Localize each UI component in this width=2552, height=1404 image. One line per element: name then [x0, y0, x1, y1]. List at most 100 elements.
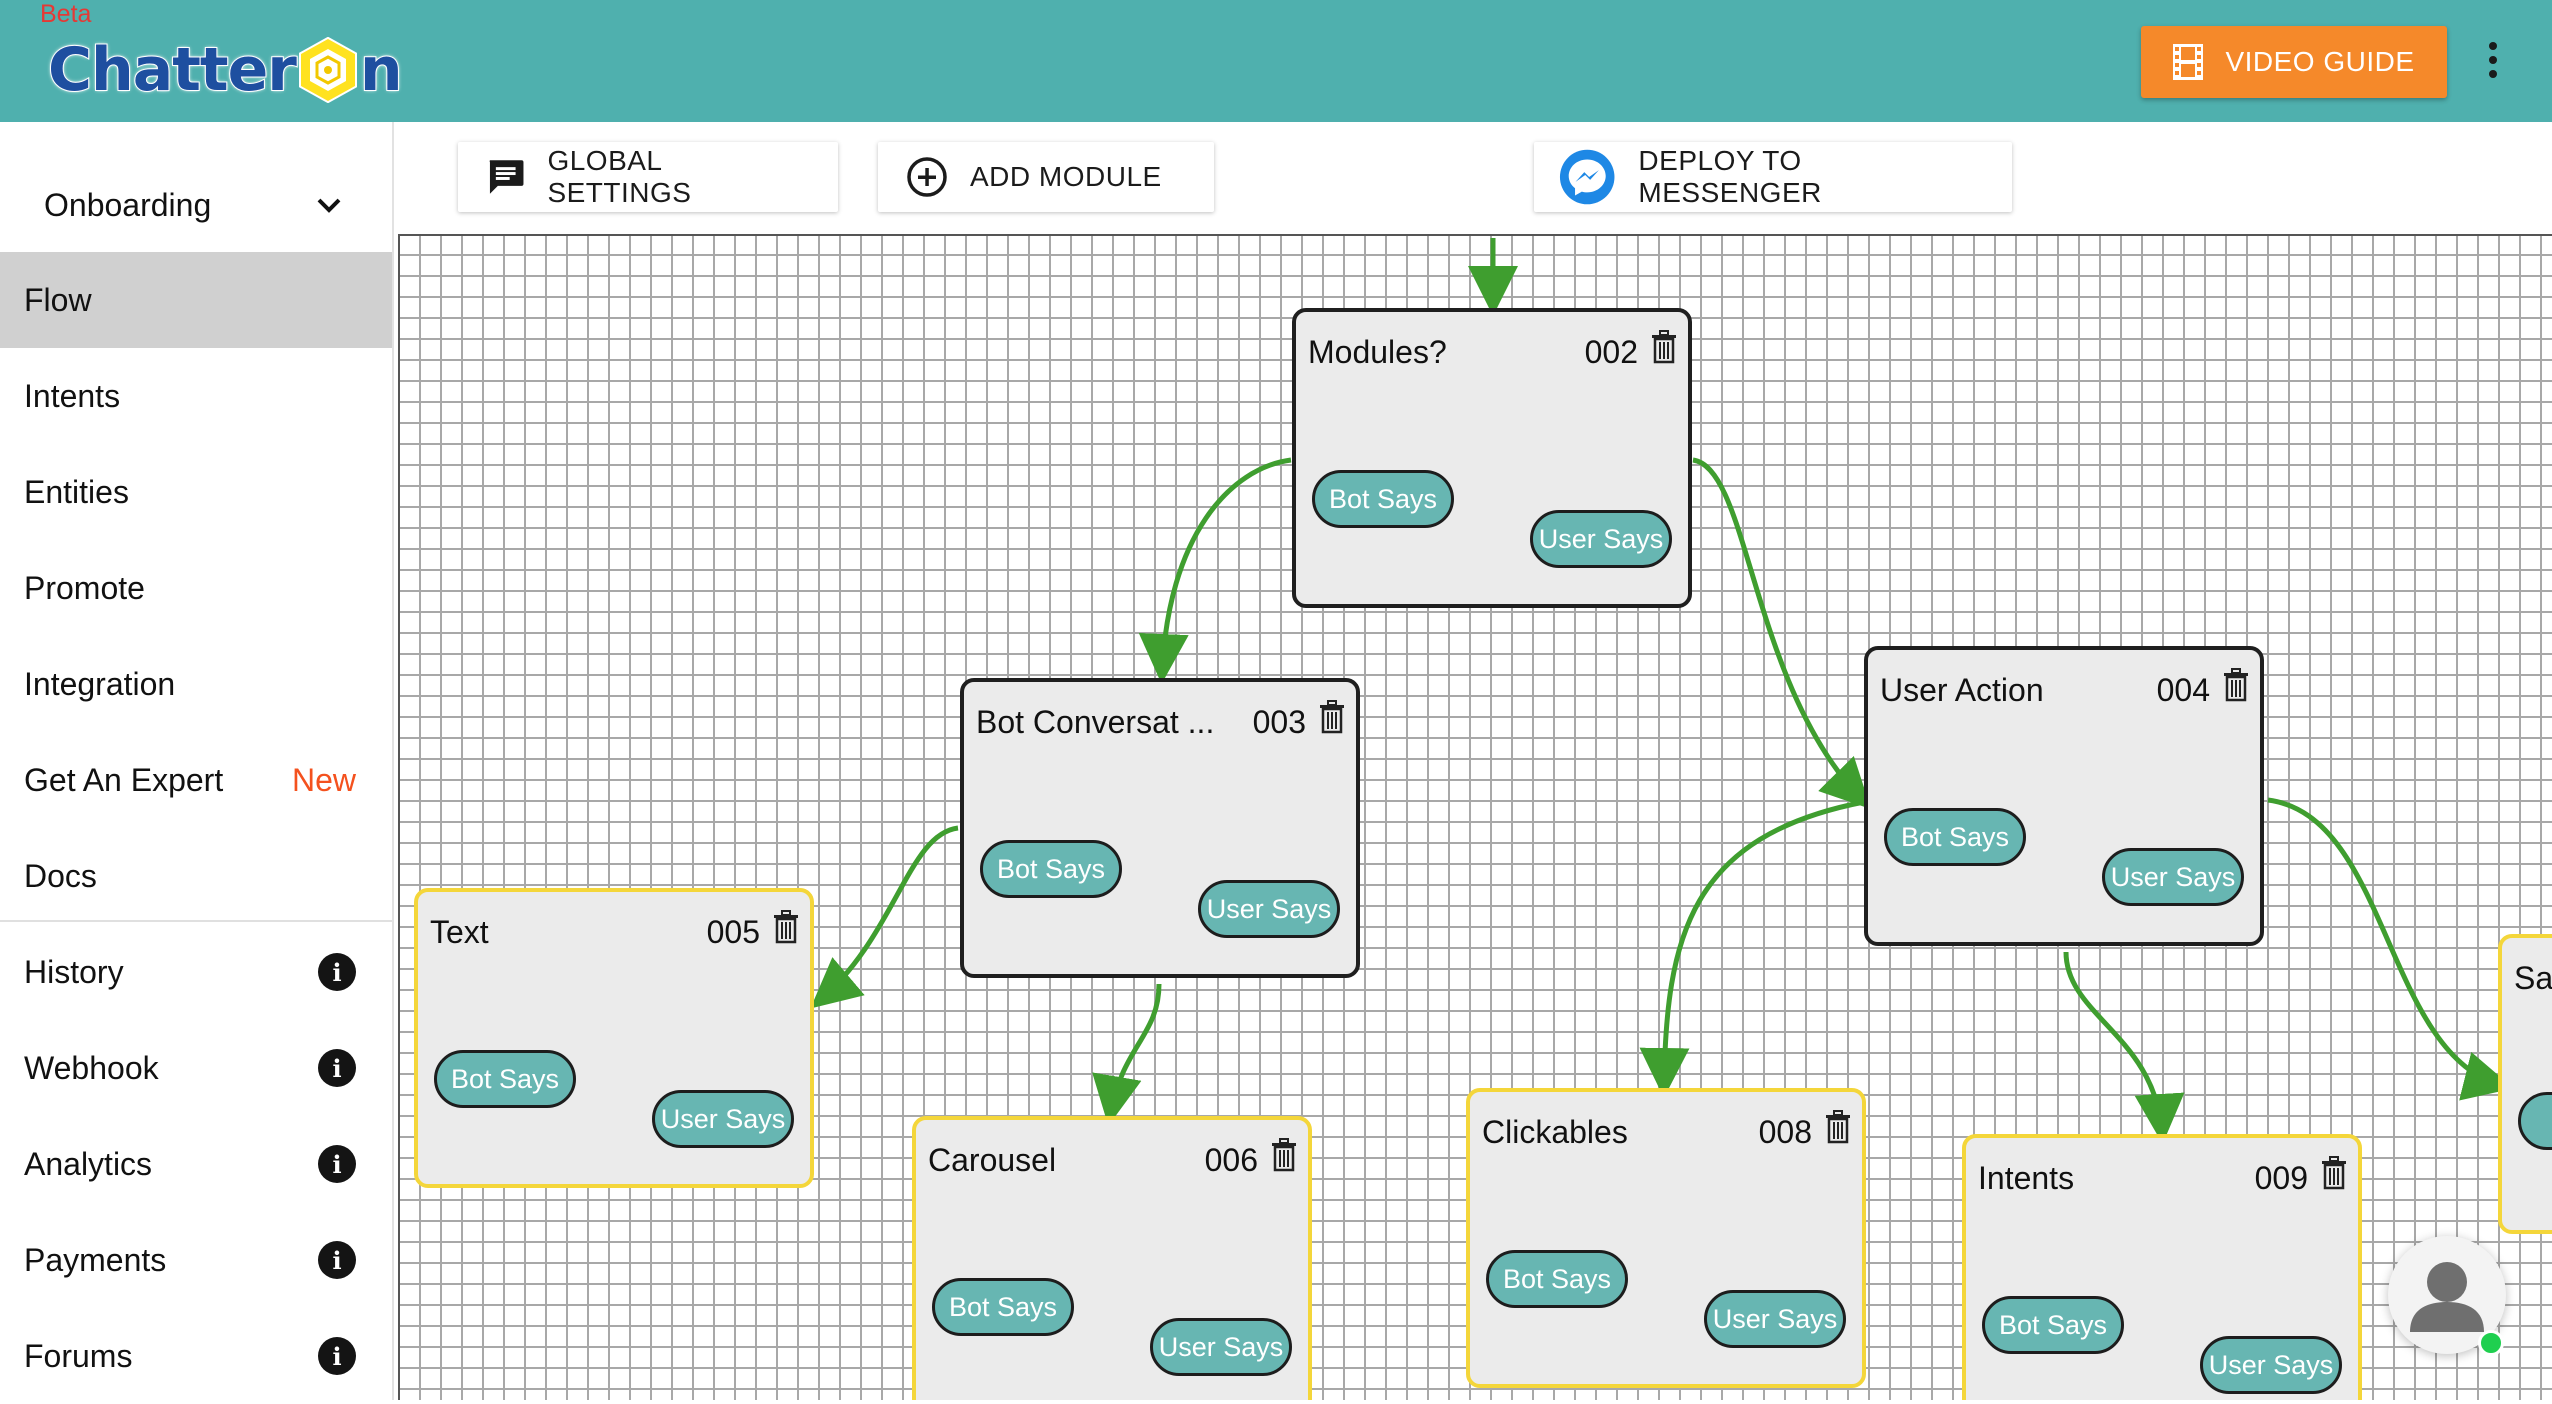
sidebar-item-label: Promote [24, 569, 145, 606]
node-title: Text [430, 914, 489, 950]
node-id: 006 [1204, 1142, 1258, 1178]
node-title: Carousel [928, 1142, 1057, 1178]
chevron-down-icon [317, 198, 341, 213]
node-title: User Action [1880, 672, 2044, 708]
sidebar-item-get-an-expert[interactable]: Get An Expert New [0, 732, 392, 828]
sidebar-item-webhook[interactable]: Webhook i [0, 1020, 392, 1116]
bot-says-button[interactable]: Bo [2518, 1092, 2552, 1150]
sidebar-item-label: Flow [24, 281, 92, 318]
bot-says-button[interactable]: Bot Says [1312, 470, 1454, 528]
sidebar-item-docs[interactable]: Docs [0, 828, 392, 924]
trash-icon[interactable] [772, 910, 800, 944]
sidebar-item-label: History [24, 953, 124, 990]
sidebar-item-label: Get An Expert [24, 761, 224, 798]
sidebar-item-forums[interactable]: Forums i [0, 1308, 392, 1404]
flow-node[interactable]: Bot Conversat ... 003 Bot Says User Says [960, 678, 1360, 978]
trash-icon[interactable] [2320, 1156, 2348, 1190]
trash-icon[interactable] [1650, 330, 1678, 364]
flow-node[interactable]: Carousel 006 Bot Says User Says [912, 1116, 1312, 1400]
bot-says-button[interactable]: Bot Says [1982, 1296, 2124, 1354]
sidebar-divider [0, 920, 392, 922]
bot-says-button[interactable]: Bot Says [434, 1050, 576, 1108]
global-settings-button[interactable]: GLOBAL SETTINGS [458, 142, 838, 212]
user-says-button[interactable]: User Says [1530, 510, 1672, 568]
sidebar: Onboarding Flow Intents Entities Promote… [0, 122, 394, 1400]
node-id: 009 [2254, 1160, 2308, 1196]
sidebar-item-analytics[interactable]: Analytics i [0, 1116, 392, 1212]
info-icon[interactable]: i [318, 953, 356, 991]
flow-node[interactable]: Clickables 008 Bot Says User Says [1466, 1088, 1866, 1388]
bot-says-button[interactable]: Bot Says [932, 1278, 1074, 1336]
info-icon[interactable]: i [318, 1337, 356, 1375]
trash-icon[interactable] [1824, 1110, 1852, 1144]
flow-node[interactable]: Modules? 002 Bot Says User Says [1292, 308, 1692, 608]
user-says-button[interactable]: User Says [1150, 1318, 1292, 1376]
sidebar-item-label: Integration [24, 665, 176, 702]
sidebar-item-label: Analytics [24, 1145, 153, 1182]
sidebar-item-promote[interactable]: Promote [0, 540, 392, 636]
edge-004-008 [1639, 799, 1865, 1098]
deploy-label: DEPLOY TO MESSENGER [1638, 145, 1822, 208]
node-id: 003 [1252, 704, 1306, 740]
sidebar-item-entities[interactable]: Entities [0, 444, 392, 540]
deploy-to-messenger-button[interactable]: DEPLOY TO MESSENGER [1534, 142, 2012, 212]
user-says-button[interactable]: User Says [1198, 880, 1340, 938]
user-says-button[interactable]: User Says [1704, 1290, 1846, 1348]
bot-says-button[interactable]: Bot Says [1884, 808, 2026, 866]
video-guide-button[interactable]: VIDEO GUIDE [2141, 26, 2447, 98]
node-id: 004 [2156, 672, 2210, 708]
sidebar-item-label: Webhook [24, 1049, 159, 1086]
node-title: Bot Conversat ... [976, 704, 1215, 740]
sidebar-item-flow[interactable]: Flow [0, 252, 392, 348]
add-module-button[interactable]: ADD MODULE [878, 142, 1214, 212]
chat-widget-button[interactable] [2388, 1236, 2506, 1356]
node-title: Intents [1978, 1160, 2075, 1196]
user-says-button[interactable]: User Says [2200, 1336, 2342, 1394]
node-id: 005 [706, 914, 760, 950]
edge-003-005 [810, 825, 959, 1009]
trash-icon[interactable] [1318, 700, 1346, 734]
node-title: Modules? [1308, 334, 1447, 370]
user-says-button[interactable]: User Says [2102, 848, 2244, 906]
bot-says-button[interactable]: Bot Says [1486, 1250, 1628, 1308]
more-vertical-icon[interactable] [2478, 30, 2508, 90]
sidebar-item-label: Payments [24, 1241, 167, 1278]
flow-node[interactable]: Sav Bo [2498, 934, 2552, 1234]
logo-text-left: Chatter [47, 34, 298, 106]
sidebar-item-label: Docs [24, 857, 97, 894]
sidebar-item-intents[interactable]: Intents [0, 348, 392, 444]
sidebar-item-history[interactable]: History i [0, 924, 392, 1020]
node-id: 008 [1758, 1114, 1812, 1150]
film-icon [2173, 44, 2204, 80]
project-name: Onboarding [44, 186, 212, 223]
edge-004-009 [2063, 951, 2185, 1144]
top-bar: Beta Chatter n VIDEO GUIDE [0, 0, 2552, 122]
trash-icon[interactable] [2222, 668, 2250, 702]
sidebar-item-label: Intents [24, 377, 121, 414]
logo-text-right: n [359, 34, 404, 106]
sidebar-item-integration[interactable]: Integration [0, 636, 392, 732]
video-guide-label: VIDEO GUIDE [2225, 46, 2415, 77]
info-icon[interactable]: i [318, 1241, 356, 1279]
add-circle-icon [907, 157, 947, 197]
logo[interactable]: Chatter n [47, 30, 404, 110]
edge-002-004 [1692, 457, 1872, 810]
node-id: 002 [1584, 334, 1638, 370]
info-icon[interactable]: i [318, 1145, 356, 1183]
edge-003-006 [1092, 983, 1162, 1126]
flow-node[interactable]: User Action 004 Bot Says User Says [1864, 646, 2264, 946]
edge-004-010 [2267, 797, 2514, 1101]
flow-node[interactable]: Text 005 Bot Says User Says [414, 888, 814, 1188]
sidebar-item-payments[interactable]: Payments i [0, 1212, 392, 1308]
project-selector[interactable]: Onboarding [44, 180, 344, 230]
edge-002-003 [1138, 457, 1292, 684]
flow-node[interactable]: Intents 009 Bot Says User Says [1962, 1134, 2362, 1400]
node-title: Sav [2514, 960, 2552, 996]
info-icon[interactable]: i [318, 1049, 356, 1087]
bot-says-button[interactable]: Bot Says [980, 840, 1122, 898]
user-says-button[interactable]: User Says [652, 1090, 794, 1148]
logo-hexagon-icon [298, 37, 357, 103]
flow-canvas[interactable]: Modules? 002 Bot Says User Says Bot Conv… [398, 234, 2552, 1400]
trash-icon[interactable] [1270, 1138, 1298, 1172]
brand: Beta Chatter n [0, 0, 404, 122]
